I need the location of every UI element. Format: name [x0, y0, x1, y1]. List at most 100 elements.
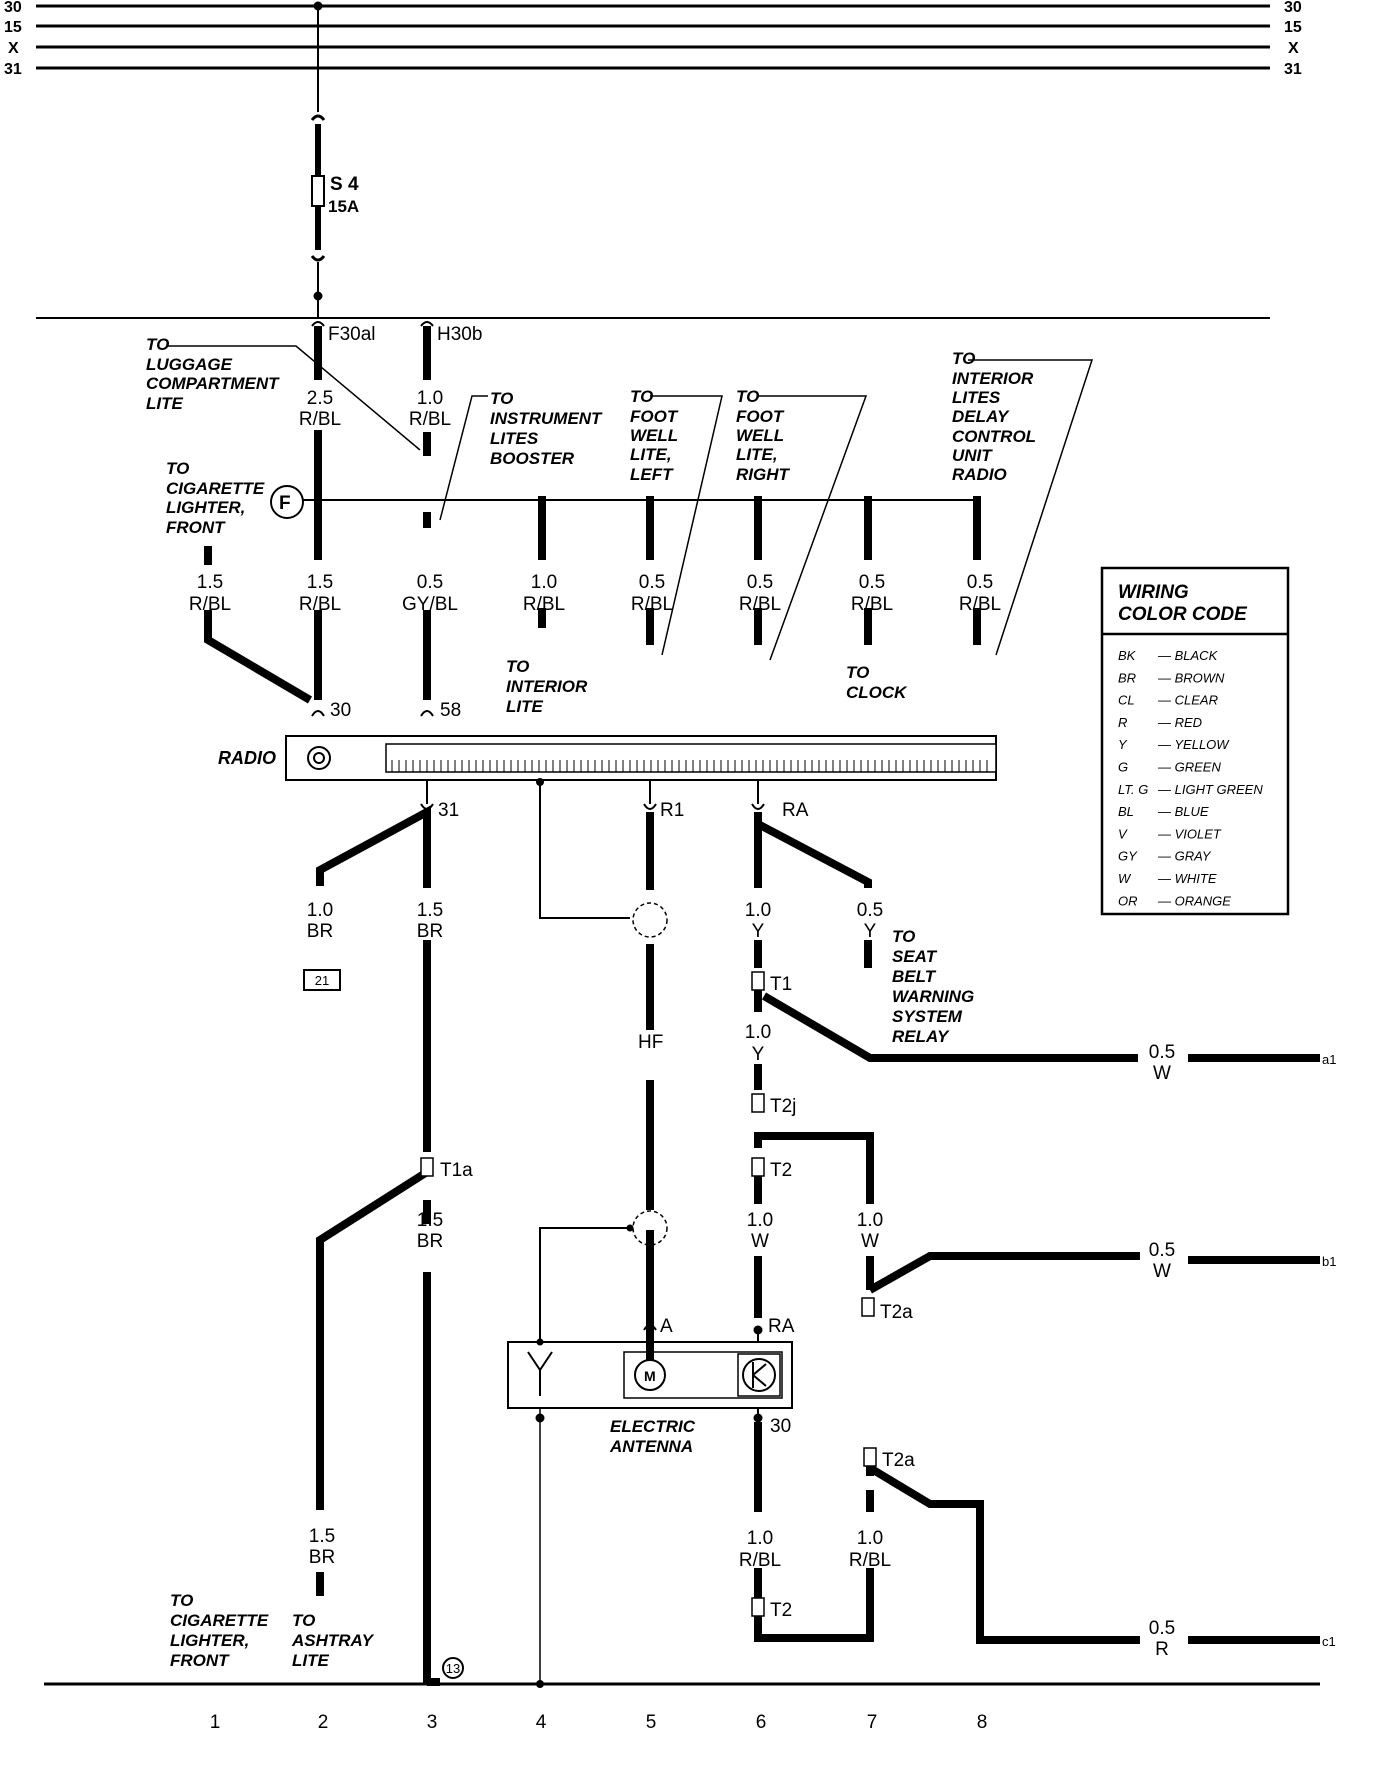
wire-gauge: 0.5 [417, 572, 443, 593]
svg-text:FRONT: FRONT [170, 1651, 230, 1670]
wire-gauge: 1.5 [307, 572, 333, 593]
wire-gauge: 1.0 [747, 1210, 773, 1231]
svg-text:LIGHTER,: LIGHTER, [166, 498, 245, 517]
connector-t2-bottom: T2 [770, 1600, 792, 1621]
svg-text:LIGHTER,: LIGHTER, [170, 1631, 249, 1650]
svg-text:UNIT: UNIT [952, 446, 993, 465]
column-number: 1 [210, 1712, 221, 1733]
terminal-f30al: F30al [328, 324, 376, 345]
fuse-symbol [311, 175, 325, 207]
legend-color-name: — YELLOW [1157, 737, 1230, 752]
connector-t2-top: T2 [770, 1160, 792, 1181]
fuse-name: S 4 [330, 174, 359, 195]
motor-label: M [644, 1368, 656, 1384]
legend-code: CL [1118, 693, 1135, 708]
svg-text:INTERIOR: INTERIOR [506, 677, 588, 696]
svg-text:LEFT: LEFT [630, 465, 674, 484]
wire-color: R/BL [523, 594, 565, 615]
wire-color: W [861, 1231, 879, 1252]
ground-21-label: 21 [315, 973, 329, 988]
svg-text:RADIO: RADIO [952, 465, 1007, 484]
radio-terminal-58: 58 [440, 700, 461, 721]
radio-unit: 30 58 RADIO [218, 700, 997, 781]
column-number: 4 [536, 1712, 547, 1733]
svg-text:CONTROL: CONTROL [952, 427, 1036, 446]
ref-a1: a1 [1322, 1052, 1336, 1067]
wire-color: GY/BL [402, 594, 458, 615]
wire-color: Y [864, 921, 877, 942]
wire-color: R/BL [959, 594, 1001, 615]
bus-label-x-right: X [1288, 40, 1299, 57]
wire-color: BR [307, 921, 333, 942]
note-ashtray: TO ASHTRAY LITE [291, 1611, 375, 1670]
connector-t2j: T2j [770, 1096, 796, 1117]
bus-lines [36, 4, 1270, 70]
column-number: 8 [977, 1712, 988, 1733]
ref-b1: b1 [1322, 1254, 1336, 1269]
wire-gauge: 1.0 [747, 1528, 773, 1549]
ground-13-icon [442, 1657, 464, 1679]
radio-label: RADIO [218, 748, 276, 768]
svg-text:RIGHT: RIGHT [736, 465, 791, 484]
wire-gauge: 1.0 [417, 388, 443, 409]
svg-text:SYSTEM: SYSTEM [892, 1007, 963, 1026]
legend-color-name: — WHITE [1157, 871, 1217, 886]
wire-color: R/BL [739, 594, 781, 615]
wire-color: R/BL [299, 409, 341, 430]
lower-wires [316, 805, 1320, 1684]
note-seat-belt: TO SEAT BELT WARNING SYSTEM RELAY [892, 927, 974, 1046]
wire-color: R/BL [739, 1550, 781, 1571]
connector-t1a: T1a [440, 1160, 473, 1181]
bus-label-30-right: 30 [1284, 0, 1302, 16]
wire-gauge: 1.0 [745, 1022, 771, 1043]
note-foot-right: TO FOOT WELL LITE, RIGHT [736, 387, 791, 484]
legend-color-name: — BLUE [1157, 804, 1209, 819]
wire-color: W [751, 1231, 769, 1252]
wire-gauge: 0.5 [747, 572, 773, 593]
column-number: 7 [867, 1712, 878, 1733]
svg-text:TO: TO [146, 335, 169, 354]
note-cig-bottom: TO CIGARETTE LIGHTER, FRONT [170, 1591, 269, 1670]
svg-text:TO: TO [506, 657, 529, 676]
note-clock: TO CLOCK [846, 663, 908, 702]
wire-color: Y [752, 921, 765, 942]
bus-label-15-right: 15 [1284, 19, 1302, 36]
column-number: 6 [756, 1712, 767, 1733]
svg-text:TO: TO [166, 459, 189, 478]
legend-color-name: — GRAY [1157, 849, 1212, 864]
bus-labels-left: 30 15 X 31 [4, 0, 22, 78]
svg-text:TO: TO [292, 1611, 315, 1630]
wire-color: BR [417, 1231, 443, 1252]
connectors [420, 971, 877, 1617]
ground-21-box [303, 969, 341, 991]
relay-icon [737, 1353, 781, 1397]
svg-text:RELAY: RELAY [892, 1027, 950, 1046]
svg-text:SEAT: SEAT [892, 947, 938, 966]
electric-antenna [507, 1318, 793, 1684]
legend-color-name: — ORANGE [1157, 893, 1231, 908]
radio-terminal-30: 30 [330, 700, 351, 721]
legend-code: BR [1118, 670, 1136, 685]
svg-text:WELL: WELL [736, 426, 784, 445]
svg-text:LITES: LITES [952, 388, 1001, 407]
legend-code: BL [1118, 804, 1134, 819]
note-interior-delay: TO INTERIOR LITES DELAY CONTROL UNIT RAD… [952, 349, 1036, 484]
wire-gauge: 1.0 [307, 900, 333, 921]
svg-text:TO: TO [490, 389, 513, 408]
connector-t1: T1 [770, 974, 792, 995]
svg-text:WELL: WELL [630, 426, 678, 445]
hf-label: HF [638, 1032, 663, 1053]
svg-text:LUGGAGE: LUGGAGE [146, 355, 233, 374]
bus-label-30: 30 [4, 0, 22, 16]
wire-gauge: 0.5 [1149, 1618, 1175, 1639]
connector-t2a-mid: T2a [880, 1302, 913, 1323]
wire-color: R/BL [631, 594, 673, 615]
bus-label-31: 31 [4, 61, 22, 78]
svg-text:LITE: LITE [506, 697, 543, 716]
note-interior-lite: TO INTERIOR LITE [506, 657, 588, 716]
svg-text:TO: TO [952, 349, 975, 368]
legend-color-name: — GREEN [1157, 760, 1221, 775]
antenna-terminal-a: A [660, 1316, 673, 1337]
column-number: 2 [318, 1712, 329, 1733]
lower-wire-labels: 1.0 BR 1.5 BR 1.0 Y 0.5 Y 1.0 Y 0.5 W 1.… [307, 900, 1175, 1660]
